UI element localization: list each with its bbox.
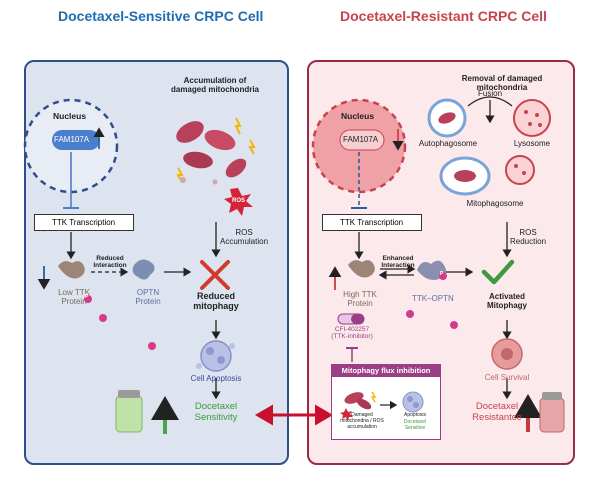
accumulation-label: Accumulation of damaged mitochondria xyxy=(170,76,259,95)
autophagosome xyxy=(427,98,467,138)
ros-reduction-label: ROS Reduction xyxy=(510,228,547,247)
right-drug-bottle xyxy=(539,392,565,433)
ros-badge-label: ROS xyxy=(232,198,246,204)
right-transcription-box: TTK Transcription xyxy=(322,214,422,231)
ttk-optn-label: TTK–OPTN xyxy=(412,294,454,303)
right-ttk-protein-shape xyxy=(348,260,375,278)
flux-header: Mitophagy flux inhibition xyxy=(332,365,440,377)
surviving-cell xyxy=(491,338,523,370)
left-outcome-label: Docetaxel Sensitivity xyxy=(194,401,238,423)
right-nucleus-label: Nucleus xyxy=(341,111,375,121)
low-ttk-label: Low TTK Protein xyxy=(58,288,90,307)
left-gene-label: FAM107A xyxy=(54,135,90,144)
left-transcription-box: TTK Transcription xyxy=(34,214,134,231)
fusion-label: Fusion xyxy=(478,89,503,98)
flux-right-caption-bottom: Docetaxel Sensitive xyxy=(403,419,427,431)
flux-right-caption-top: Apoptosis xyxy=(404,412,426,418)
right-gene-label: FAM107A xyxy=(343,135,379,144)
right-panel-title: Docetaxel-Resistant CRPC Cell xyxy=(340,8,547,24)
high-ttk-label: High TTK Protein xyxy=(343,290,377,309)
optn-label: OPTN Protein xyxy=(135,288,161,307)
left-panel-title: Docetaxel-Sensitive CRPC Cell xyxy=(58,8,264,24)
left-nucleus-label: Nucleus xyxy=(53,111,87,121)
left-drug-bottle xyxy=(115,390,143,433)
reduced-mitophagy-cross xyxy=(200,260,230,290)
optn-protein-shape xyxy=(132,259,155,280)
flux-left-caption: Damaged mitochondria / ROS accumulation xyxy=(340,412,384,430)
left-transcription-label: TTK Transcription xyxy=(52,218,116,227)
enhanced-interaction-label: Enhanced Interaction xyxy=(381,255,415,270)
left-ttk-protein-shape xyxy=(58,261,85,279)
mitophagosome xyxy=(439,155,535,196)
reduced-interaction-label: Reduced Interaction xyxy=(93,255,127,270)
left-damaged-mitochondria xyxy=(176,117,256,185)
survival-label: Cell Survival xyxy=(484,373,530,382)
left-nucleus xyxy=(23,98,119,194)
ttk-optn-complex-shape xyxy=(417,260,447,280)
ros-burst xyxy=(224,188,253,216)
lysosome-label: Lysosome xyxy=(513,139,551,148)
apoptosis-label: Cell Apoptosis xyxy=(190,374,242,383)
p-mark-right-1: P xyxy=(440,271,444,277)
apoptotic-cell xyxy=(196,340,235,372)
reduced-mitophagy-label: Reduced mitophagy xyxy=(193,291,239,312)
p-mark-left-1: P xyxy=(85,294,89,300)
flux-inhibition-box: Mitophagy flux inhibition Damaged mitoch… xyxy=(331,364,441,440)
right-transcription-label: TTK Transcription xyxy=(340,218,404,227)
inhibitor-label: CFI-402257 (TTK-inhibitor) xyxy=(331,326,373,341)
right-outcome-label: Docetaxel Resistantce xyxy=(472,401,522,423)
activated-mitophagy-label: Activated Mitophagy xyxy=(487,292,527,311)
right-nucleus xyxy=(311,98,407,194)
ros-accumulation-label: ROS Accumulation xyxy=(220,228,269,247)
inhibitor-capsule xyxy=(337,313,365,325)
autophagosome-label: Autophagosome xyxy=(418,139,478,148)
removal-label: Removal of damaged mitochondria xyxy=(461,74,543,93)
activated-mitophagy-check xyxy=(481,259,515,285)
flux-graphics xyxy=(340,391,424,421)
mitophagosome-label: Mitophagosome xyxy=(466,199,524,208)
lysosome xyxy=(513,99,551,137)
